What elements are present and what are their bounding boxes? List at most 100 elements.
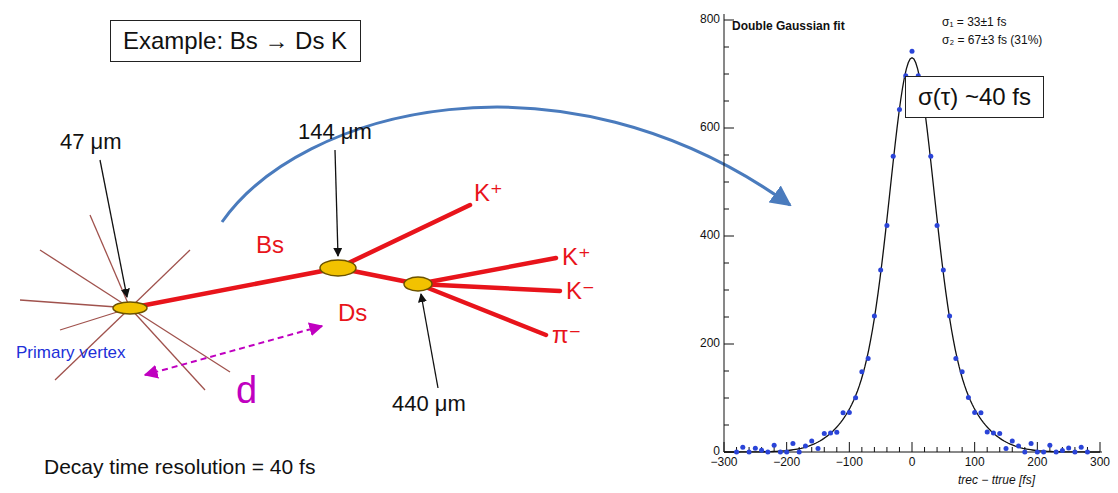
data-point: [828, 430, 833, 435]
tick-label: 400: [700, 229, 720, 242]
dimension-label: 440 μm: [392, 392, 466, 416]
dimension-label: 47 μm: [60, 130, 122, 154]
pv-track: [130, 308, 205, 390]
decay-track: [418, 284, 546, 335]
axis-title: trec − ttrue [fs]: [958, 474, 1035, 487]
decay-track: [338, 205, 470, 268]
tick-label: 600: [700, 121, 720, 134]
tick: [724, 425, 729, 426]
data-point: [1060, 448, 1065, 453]
tick-label: 0: [909, 456, 916, 469]
text-box: σ(τ) ~40 fs: [905, 76, 1044, 118]
decay-track: [418, 258, 556, 284]
vertex-ellipse: [320, 260, 356, 276]
leader-arrow: [335, 150, 338, 256]
tick: [724, 182, 729, 183]
data-point: [1010, 438, 1015, 443]
tick: [924, 447, 925, 452]
tick-label: −100: [836, 456, 863, 469]
tick: [724, 155, 729, 156]
data-point: [1047, 443, 1052, 448]
data-point: [878, 268, 883, 273]
tick: [962, 447, 963, 452]
data-point: [816, 446, 821, 451]
tick: [724, 128, 734, 129]
data-point: [935, 223, 940, 228]
tick-label: −200: [773, 456, 800, 469]
data-point: [997, 431, 1002, 436]
data-point: [1016, 443, 1021, 448]
tick: [874, 447, 875, 452]
tick: [999, 447, 1000, 452]
plot-title: Double Gaussian fit: [732, 20, 845, 33]
note-text: Decay time resolution = 40 fs: [44, 455, 315, 478]
tick: [824, 447, 825, 452]
data-point: [784, 450, 789, 455]
box-text: σ(τ) ~40 fs: [918, 83, 1031, 111]
tick: [987, 447, 988, 452]
pv-track: [90, 215, 130, 308]
data-point: [841, 410, 846, 415]
data-point: [941, 268, 946, 273]
pv-track: [40, 250, 130, 308]
data-point: [1041, 450, 1046, 455]
data-point: [1079, 445, 1084, 450]
particle-label: Bs: [256, 232, 284, 258]
tick: [849, 442, 850, 452]
tick: [974, 442, 975, 452]
tick: [724, 442, 725, 452]
data-point: [884, 223, 889, 228]
data-point: [772, 443, 777, 448]
tick: [811, 447, 812, 452]
tick: [724, 398, 729, 399]
tick: [724, 317, 729, 318]
data-point: [765, 450, 770, 455]
vertex-ellipse: [404, 277, 432, 291]
distance-arrow: [145, 326, 322, 375]
tick: [937, 447, 938, 452]
data-point: [1035, 450, 1040, 455]
tick-label: 800: [700, 13, 720, 26]
tick: [949, 447, 950, 452]
data-point: [978, 410, 983, 415]
data-point: [1066, 446, 1071, 451]
fit-parameter: σ₁ = 33±1 fs: [942, 16, 1006, 29]
vertex-ellipse: [113, 302, 147, 314]
data-point: [972, 410, 977, 415]
tick: [861, 447, 862, 452]
data-point: [1072, 450, 1077, 455]
tick-label: 200: [1027, 456, 1047, 469]
data-point: [953, 356, 958, 361]
fit-parameter: σ₂ = 67±3 fs (31%): [942, 34, 1042, 47]
data-point: [891, 154, 896, 159]
y-axis: [724, 14, 725, 452]
leader-arrow: [100, 160, 127, 297]
data-point: [790, 441, 795, 446]
data-point: [834, 430, 839, 435]
particle-label: K⁺: [562, 244, 591, 270]
tick-label: 100: [965, 456, 985, 469]
particle-label: π⁻: [552, 322, 581, 348]
tick: [724, 236, 734, 237]
data-point: [734, 449, 739, 454]
particle-label: K⁻: [566, 278, 595, 304]
tick: [724, 371, 729, 372]
decay-track: [418, 284, 560, 291]
data-point: [847, 410, 852, 415]
particle-label: K⁺: [474, 180, 503, 206]
vertex-label: Primary vertex: [16, 344, 126, 363]
tick: [724, 263, 729, 264]
tick-label: 300: [1090, 456, 1110, 469]
distance-label: d: [236, 370, 257, 412]
data-point: [1085, 449, 1090, 454]
tick: [724, 209, 729, 210]
tick: [912, 442, 913, 452]
data-point: [747, 450, 752, 455]
tick: [724, 101, 729, 102]
data-point: [866, 356, 871, 361]
leader-arrow: [421, 294, 438, 388]
data-point: [1029, 441, 1034, 446]
